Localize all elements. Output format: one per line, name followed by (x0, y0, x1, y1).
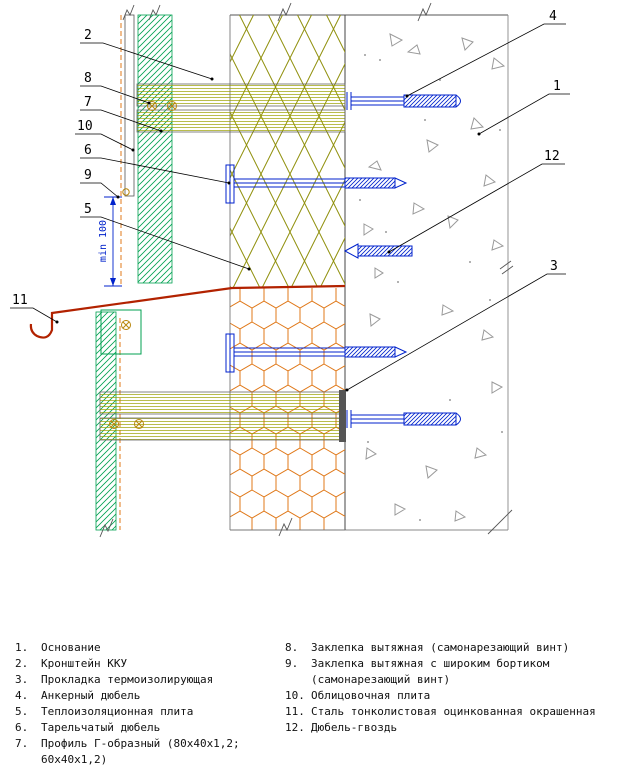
callout-3: 3 (345, 259, 566, 392)
concrete-dots (359, 54, 503, 521)
thermal-gasket (339, 390, 346, 442)
legend-item-text: Прокладка термоизолирующая (41, 673, 214, 686)
cladding-plate-upper (124, 14, 135, 197)
legend-item-text: Анкерный дюбель (41, 689, 141, 702)
legend-item-number: 9. (285, 657, 299, 670)
legend-item-1: 1. Основание (15, 640, 259, 656)
legend-item-6: 6. Тарельчатый дюбель (15, 720, 259, 736)
rivet-wide-flange (122, 188, 130, 196)
legend-item-text: Профиль Г-образный (80x40x1,2; 60x40x1,2… (41, 737, 240, 766)
callout-3-label: 3 (550, 259, 558, 274)
callout-1-label: 1 (553, 79, 561, 94)
legend-item-number: 2. (15, 657, 29, 670)
legend-item-text: Заклепка вытяжная (самонарезающий винт) (311, 641, 570, 654)
callout-7-label: 7 (84, 95, 92, 110)
legend-item-text: Кронштейн ККУ (41, 657, 128, 670)
bracket-kku-upper (136, 83, 346, 133)
rivets-lower (109, 320, 144, 429)
callout-10-label: 10 (77, 119, 93, 134)
anchor-dowel-lower (346, 410, 461, 428)
callout-10: 10 (75, 119, 135, 152)
legend-item-number: 7. (15, 737, 29, 750)
callout-7: 7 (80, 95, 163, 133)
bracket-plate-lower (100, 309, 142, 355)
anchor-dowel-upper (346, 92, 461, 110)
legend-item-number: 4. (15, 689, 29, 702)
legend-item-7: 7. Профиль Г-образный (80x40x1,2; 60x40x… (15, 736, 259, 768)
legend-item-8: 8. Заклепка вытяжная (самонарезающий вин… (285, 640, 620, 656)
legend-item-text: Заклепка вытяжная с широким бортиком (са… (311, 657, 550, 686)
callout-2-label: 2 (84, 28, 92, 43)
legend-item-number: 10. (285, 689, 305, 702)
callout-8: 8 (80, 71, 151, 105)
callout-5-label: 5 (84, 202, 92, 217)
legend-item-text: Сталь тонколистовая оцинкованная окрашен… (311, 705, 596, 718)
rivets-upper (147, 101, 177, 111)
callout-4-label: 4 (549, 9, 557, 24)
callout-11-label: 11 (12, 293, 28, 308)
legend-item-10: 10. Облицовочная плита (285, 688, 620, 704)
legend-item-number: 1. (15, 641, 29, 654)
legend-item-number: 5. (15, 705, 29, 718)
mineral-wool-insulation (230, 15, 345, 287)
legend-column-right: 8. Заклепка вытяжная (самонарезающий вин… (285, 640, 620, 736)
callout-9-label: 9 (84, 168, 92, 183)
legend-item-5: 5. Теплоизоляционная плита (15, 704, 259, 720)
plate-dowel-upper (225, 164, 408, 204)
callout-8-label: 8 (84, 71, 92, 86)
callout-6-label: 6 (84, 143, 92, 158)
callout-4: 4 (405, 9, 566, 98)
technical-drawing: min 100 2 4 8 7 1 10 6 (10, 2, 570, 538)
flashing-steel (29, 284, 346, 339)
callout-2: 2 (80, 28, 214, 81)
plate-dowel-lower (225, 333, 408, 373)
bracket-kku-lower (99, 391, 346, 441)
legend-column-left: 1. Основание 2. Кронштейн ККУ 3. Проклад… (15, 640, 259, 768)
concrete-aggregate-triangles (363, 33, 506, 522)
dowel-nail (343, 243, 413, 259)
legend-item-9: 9. Заклепка вытяжная с широким бортиком … (285, 656, 620, 688)
dimension-label: min 100 (98, 220, 109, 262)
legend-item-11: 11. Сталь тонколистовая оцинкованная окр… (285, 704, 620, 720)
legend-item-number: 8. (285, 641, 299, 654)
legend-item-number: 11. (285, 705, 305, 718)
callout-9: 9 (80, 168, 120, 199)
callout-6: 6 (80, 143, 231, 185)
legend-item-2: 2. Кронштейн ККУ (15, 656, 259, 672)
callout-5: 5 (80, 202, 251, 271)
legend-item-text: Основание (41, 641, 101, 654)
callout-11: 11 (10, 293, 59, 324)
legend-item-4: 4. Анкерный дюбель (15, 688, 259, 704)
legend-item-text: Тарельчатый дюбель (41, 721, 161, 734)
l-profile-upper (137, 14, 173, 284)
callouts: 2 4 8 7 1 10 6 12 (10, 9, 570, 392)
legend-item-text: Дюбель-гвоздь (311, 721, 398, 734)
break-marks (99, 2, 514, 538)
legend-item-3: 3. Прокладка термоизолирующая (15, 672, 259, 688)
legend-item-number: 6. (15, 721, 29, 734)
legend-item-number: 12. (285, 721, 305, 734)
legend-item-text: Теплоизоляционная плита (41, 705, 194, 718)
legend-item-number: 3. (15, 673, 29, 686)
legend-item-12: 12. Дюбель-гвоздь (285, 720, 620, 736)
callout-1: 1 (477, 79, 570, 136)
legend-item-text: Облицовочная плита (311, 689, 431, 702)
callout-12: 12 (387, 149, 565, 254)
dimension-min-100: min 100 (98, 196, 122, 287)
callout-12-label: 12 (544, 149, 560, 164)
